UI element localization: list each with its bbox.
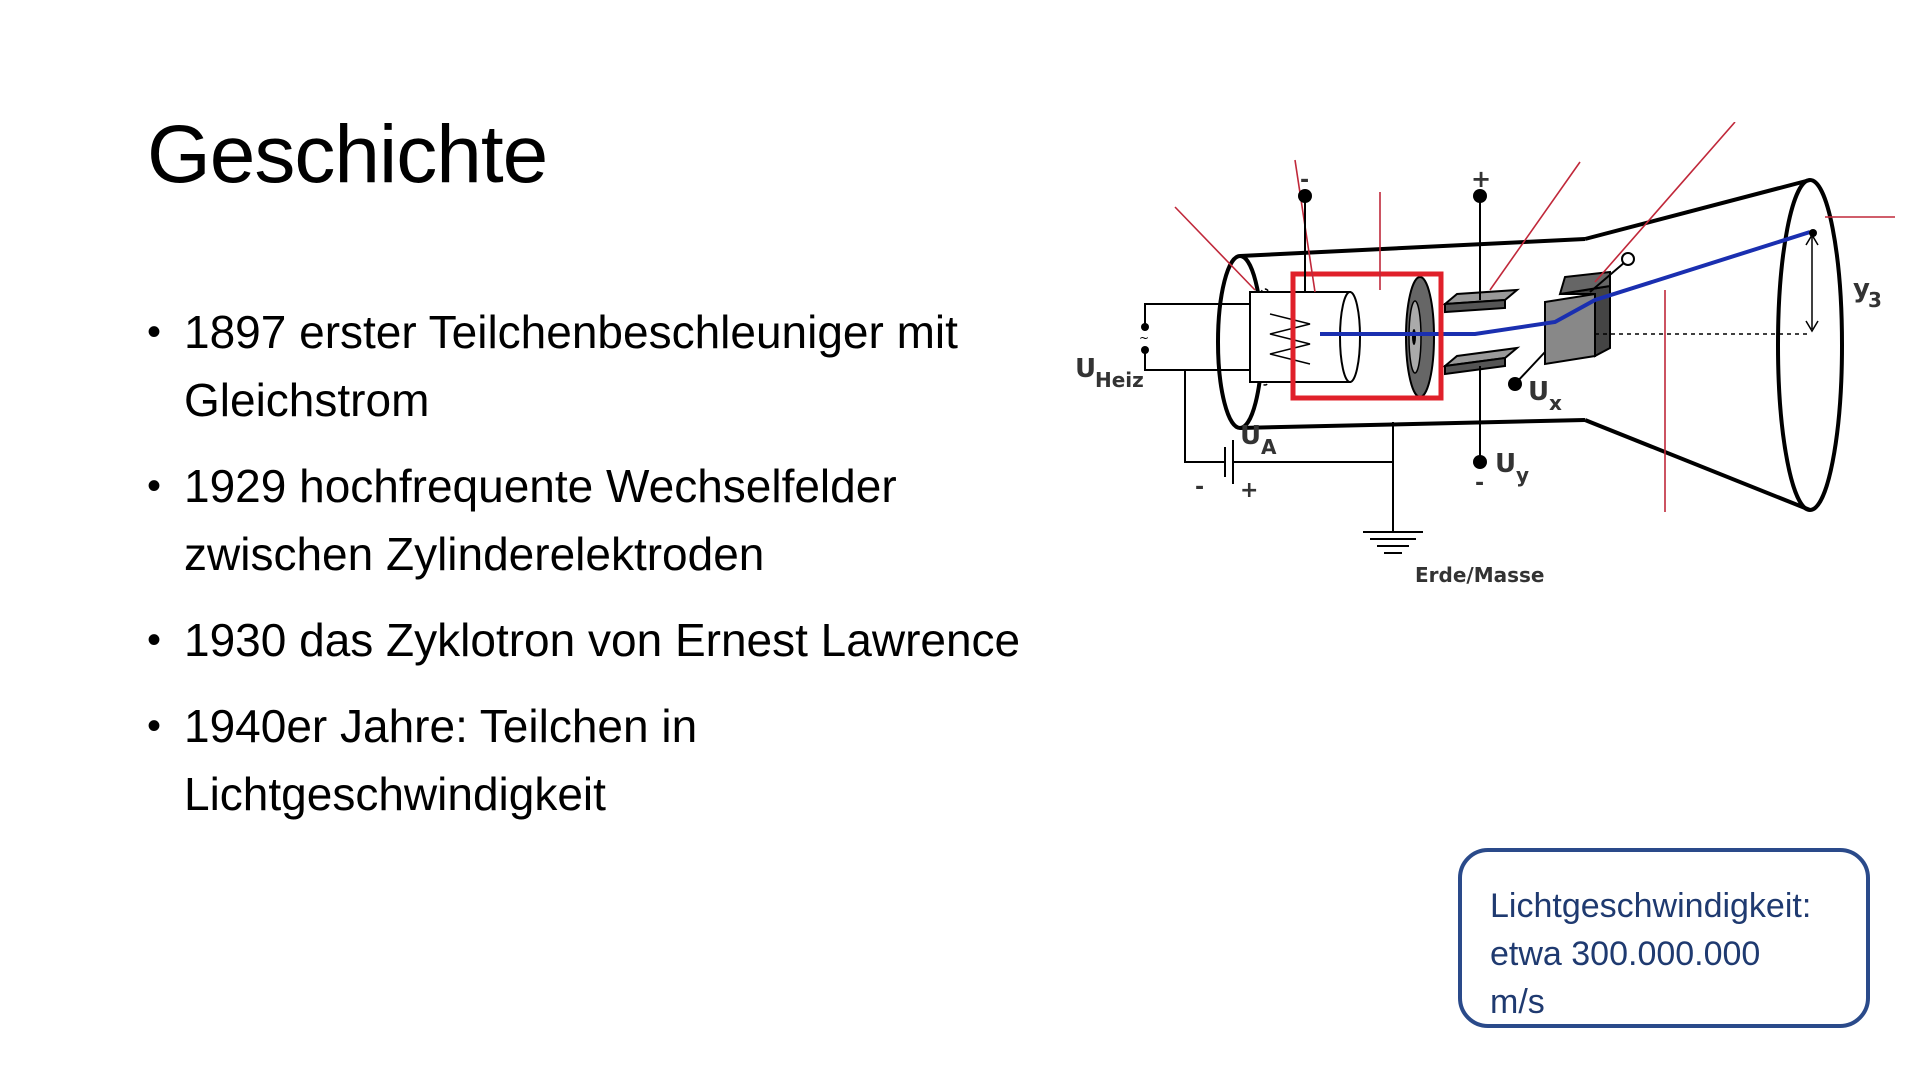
screen-ellipse	[1776, 178, 1844, 512]
label-minus-top: -	[1300, 168, 1309, 193]
tube-outline	[1216, 178, 1844, 512]
cathode-terminal	[1298, 189, 1312, 203]
callout-line-2: etwa 300.000.000	[1490, 935, 1761, 973]
bullet-text: 1897 erster Teilchenbeschleuniger mit Gl…	[184, 306, 958, 426]
callout-line-1: Lichtgeschwindigkeit:	[1490, 887, 1812, 925]
label-u-y: U	[1495, 449, 1516, 479]
funnel-top-line	[1584, 178, 1811, 241]
bullet-text: 1940er Jahre: Teilchen in Lichtgeschwind…	[184, 700, 698, 820]
slide-title: Geschichte	[147, 109, 548, 200]
bullet-marker: •	[147, 464, 162, 508]
label-minus-uy: -	[1475, 471, 1484, 496]
label-ground: Erde/Masse	[1415, 563, 1544, 587]
bullet-item: • 1940er Jahre: Teilchen in Lichtgeschwi…	[147, 692, 1077, 828]
label-u-heiz-sub: Heiz	[1095, 368, 1144, 392]
label-plus-top: +	[1471, 165, 1491, 193]
ux-terminal	[1508, 377, 1522, 391]
bullet-list: • 1897 erster Teilchenbeschleuniger mit …	[147, 298, 1077, 846]
label-minus-bottom: -	[1195, 475, 1204, 500]
bullet-marker: •	[147, 704, 162, 748]
pointer-arrows	[1174, 122, 1895, 512]
speed-of-light-callout: Lichtgeschwindigkeit: etwa 300.000.000 m…	[1458, 848, 1870, 1028]
crt-diagram: ~ U Heiz U A U x U y y 3 Erde/Masse - + …	[1075, 122, 1895, 587]
bullet-item: • 1930 das Zyklotron von Ernest Lawrence	[147, 606, 1077, 674]
bullet-item: • 1929 hochfrequente Wechselfelder zwisc…	[147, 452, 1077, 588]
label-u-x: U	[1528, 377, 1549, 407]
svg-text:~: ~	[1139, 331, 1149, 345]
label-plus-bottom: +	[1240, 478, 1258, 503]
callout-line-3: m/s	[1490, 983, 1545, 1021]
funnel-bottom-line	[1584, 418, 1811, 512]
label-u-a: U	[1240, 421, 1261, 451]
label-y3-sub: 3	[1868, 288, 1882, 312]
label-u-x-sub: x	[1549, 391, 1562, 415]
circuit-wires	[1144, 196, 1626, 554]
bullet-text: 1930 das Zyklotron von Ernest Lawrence	[184, 614, 1021, 666]
label-u-a-sub: A	[1261, 435, 1277, 459]
y3-arrow	[1805, 233, 1819, 333]
highlight-box	[1290, 271, 1444, 401]
beam-spot	[1809, 229, 1817, 237]
neck-bottom-line	[1239, 418, 1586, 430]
plate-terminal-top	[1473, 189, 1487, 203]
label-u-heiz: U	[1075, 354, 1096, 384]
bullet-marker: •	[147, 618, 162, 662]
plate-terminal-bottom	[1473, 455, 1487, 469]
bullet-item: • 1897 erster Teilchenbeschleuniger mit …	[147, 298, 1077, 434]
wehnelt-disc	[1405, 276, 1435, 398]
x-deflection-plates	[1544, 270, 1611, 366]
knob-terminal	[1621, 252, 1635, 266]
heater-source-icon: ~	[1139, 323, 1149, 354]
neck-top-line	[1239, 237, 1586, 258]
bullet-marker: •	[147, 310, 162, 354]
cathode	[1249, 291, 1361, 383]
label-y3: y	[1853, 274, 1870, 304]
bullet-text: 1929 hochfrequente Wechselfelder zwische…	[184, 460, 897, 580]
electron-beam	[1320, 230, 1811, 336]
label-u-y-sub: y	[1516, 463, 1529, 487]
